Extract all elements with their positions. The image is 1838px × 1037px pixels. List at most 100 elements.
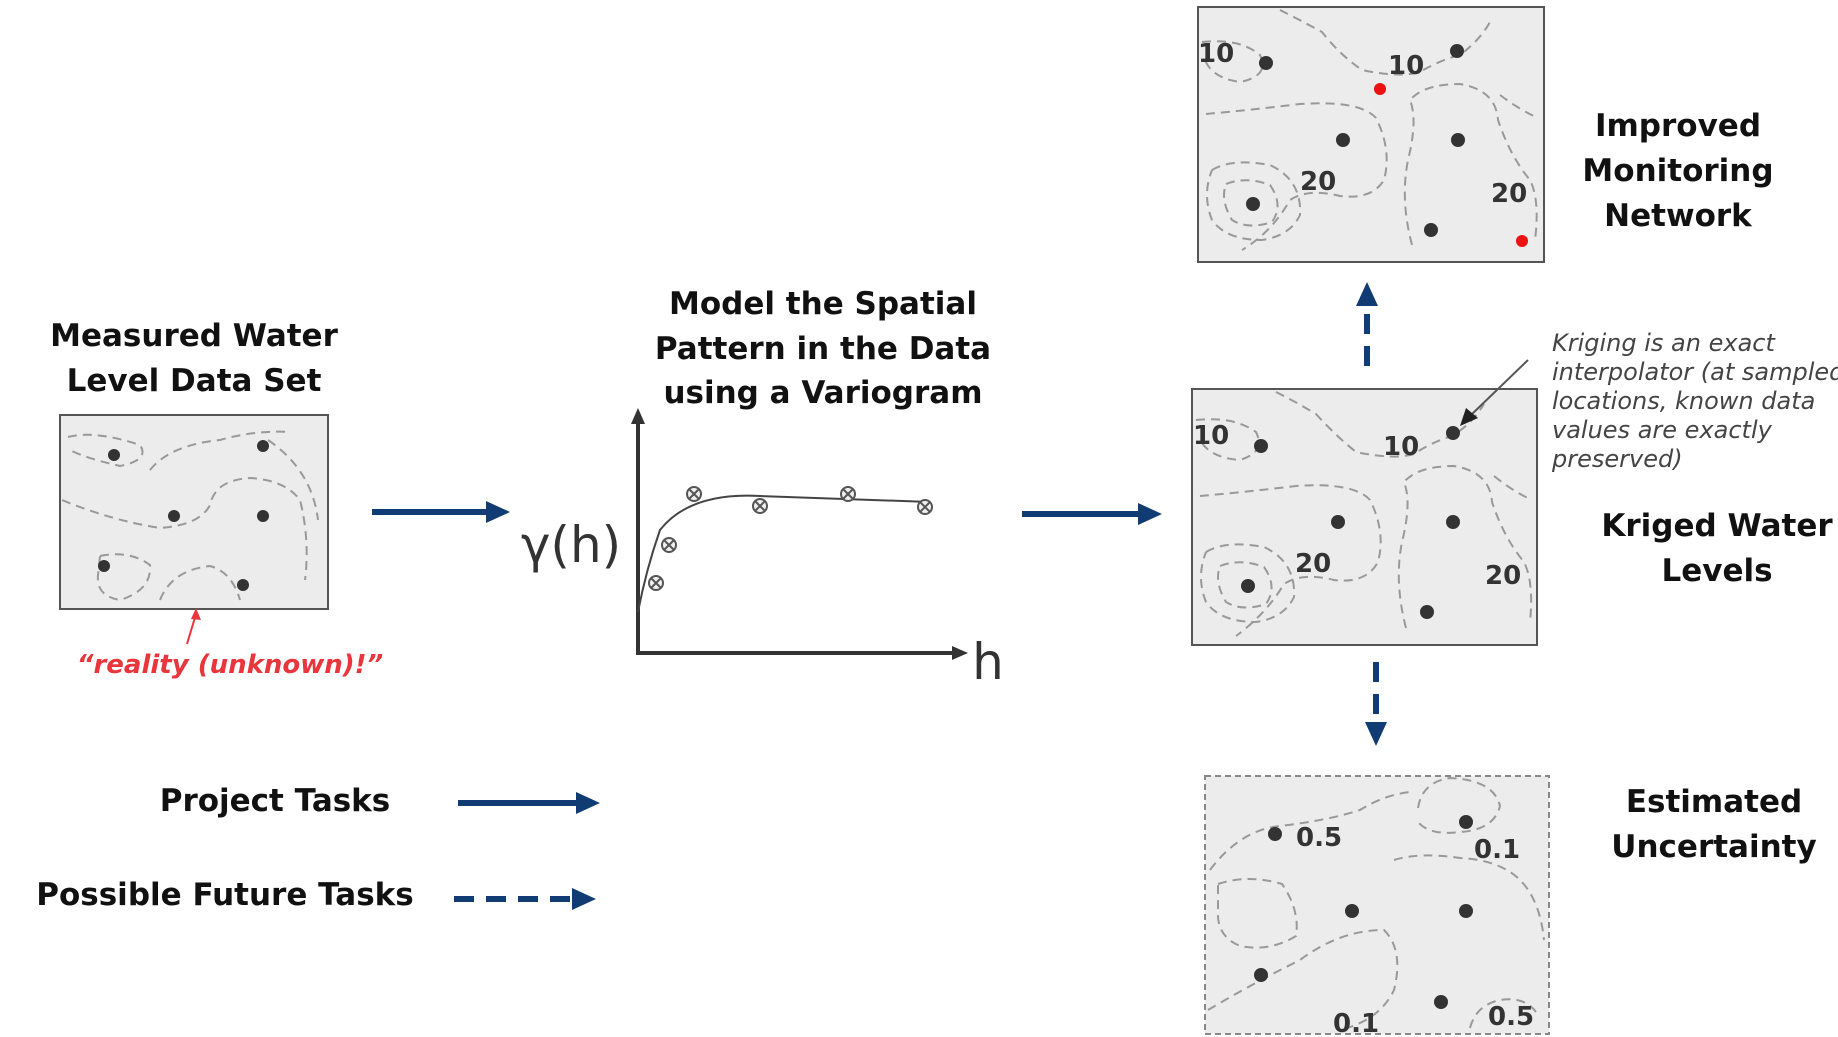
improved-contour [1279,9,1491,76]
well-point [1424,223,1438,237]
legend-future-label: Possible Future Tasks [36,877,413,913]
well-point [1246,197,1260,211]
uncertainty-map-frame [1204,775,1550,1035]
variogram-x-label: h [972,633,1004,691]
legend-dashed-arrow [454,888,596,910]
variogram-heading-line-2: Pattern in the Data [655,331,991,367]
variogram-sample-point [686,486,702,502]
measured-heading-line-1: Measured Water [50,318,338,354]
measured-panel: Measured Water Level Data Set “reality (… [50,318,383,680]
variogram-y-label: γ(h) [521,516,621,574]
well-point [98,560,110,572]
well-point [1254,968,1268,982]
kriged-contour [1199,484,1382,637]
improved-contour [1499,94,1539,119]
improved-map: 10 10 20 20 [1197,6,1545,263]
measured-heading-line-2: Level Data Set [67,363,322,399]
kriged-map: 10 10 20 20 [1191,388,1538,646]
improved-heading-line-2: Monitoring [1582,153,1773,189]
uncertainty-contour [1417,776,1502,834]
variogram-sample-point [840,486,856,502]
improved-contour [1223,179,1279,227]
variogram-sample-point [661,537,677,553]
kriged-heading-line-1: Kriged Water [1601,508,1833,544]
well-point [1450,44,1464,58]
uncertainty-map: 0.5 0.1 0.1 0.5 [1204,775,1550,1037]
improved-map-frame [1197,6,1545,263]
reality-pointer [186,608,201,645]
future-arrow-up [1356,282,1378,366]
contour-label: 20 [1295,549,1331,579]
well-point [1241,579,1255,593]
kriging-note-line-1: Kriging is an exact [1552,329,1776,357]
kriged-contour [1217,561,1273,609]
improved-contour [1205,102,1388,251]
uncertainty-panel: 0.5 0.1 0.1 0.5 Estimated Uncertainty [1204,775,1817,1037]
improved-contour [1206,161,1302,242]
contour-label: 10 [1193,421,1229,451]
improved-panel: 10 10 20 20 Improved Monitoring Network [1197,6,1774,263]
improved-contour [1201,40,1264,84]
contour-label: 10 [1383,432,1419,462]
uncertainty-heading-line-1: Estimated [1626,784,1802,820]
measured-contour [67,433,144,468]
contour-label: 20 [1300,167,1336,197]
well-point [1331,515,1345,529]
kriged-contour [1397,464,1533,629]
variogram-sample-point [648,575,664,591]
uncertainty-contour [1216,878,1298,949]
measured-contour [96,553,152,602]
kriging-note-line-5: preserved) [1551,445,1683,473]
contour-label: 0.5 [1296,823,1342,853]
variogram-heading-line-3: using a Variogram [663,375,982,411]
future-arrow-down [1365,662,1387,746]
task-arrow-2 [1022,503,1162,525]
contour-label: 20 [1491,179,1527,209]
well-point [1446,426,1460,440]
legend-project-label: Project Tasks [160,783,391,819]
measured-contour [61,476,308,581]
measured-contour [159,564,241,601]
well-point [257,510,269,522]
contour-label: 10 [1388,51,1424,81]
kriged-heading-line-2: Levels [1661,553,1772,589]
kriging-note-line-2: interpolator (at sampled [1552,358,1838,386]
well-point [1451,133,1465,147]
variogram-sample-point [752,498,768,514]
legend-solid-arrow [458,792,600,814]
well-point [1268,827,1282,841]
kriged-contour [1200,543,1296,624]
reality-note: “reality (unknown)!” [77,650,384,680]
well-point [257,440,269,452]
well-point [108,449,120,461]
well-point [237,579,249,591]
contour-label: 0.1 [1474,835,1520,865]
kriged-map-frame [1191,388,1538,646]
measured-contour [149,430,291,471]
variogram-sample-point [917,499,933,515]
measured-contour [267,439,319,521]
variogram-chart: γ(h) h [521,408,1004,691]
kriging-note-pointer [1460,359,1529,426]
kriged-contour [1493,475,1533,501]
improved-heading-line-1: Improved [1595,108,1761,144]
well-point [1446,515,1460,529]
kriging-note-line-4: values are exactly [1552,416,1773,444]
contour-label: 10 [1198,39,1234,69]
well-point [1336,133,1350,147]
well-point [1459,815,1473,829]
well-point [1254,439,1268,453]
kriging-note-line-3: locations, known data [1552,387,1815,415]
measured-map-frame [59,414,329,610]
well-point [1345,904,1359,918]
legend: Project Tasks Possible Future Tasks [36,783,600,913]
task-arrow-1 [372,501,510,523]
improved-heading-line-3: Network [1604,198,1753,234]
measured-map [59,414,329,610]
kriged-panel: 10 10 20 20 Kriging is an exact interpol… [1191,329,1838,646]
new-well-point [1516,235,1528,247]
well-point [168,510,180,522]
variogram-panel: Model the Spatial Pattern in the Data us… [521,286,1004,691]
variogram-model-curve [637,494,931,613]
